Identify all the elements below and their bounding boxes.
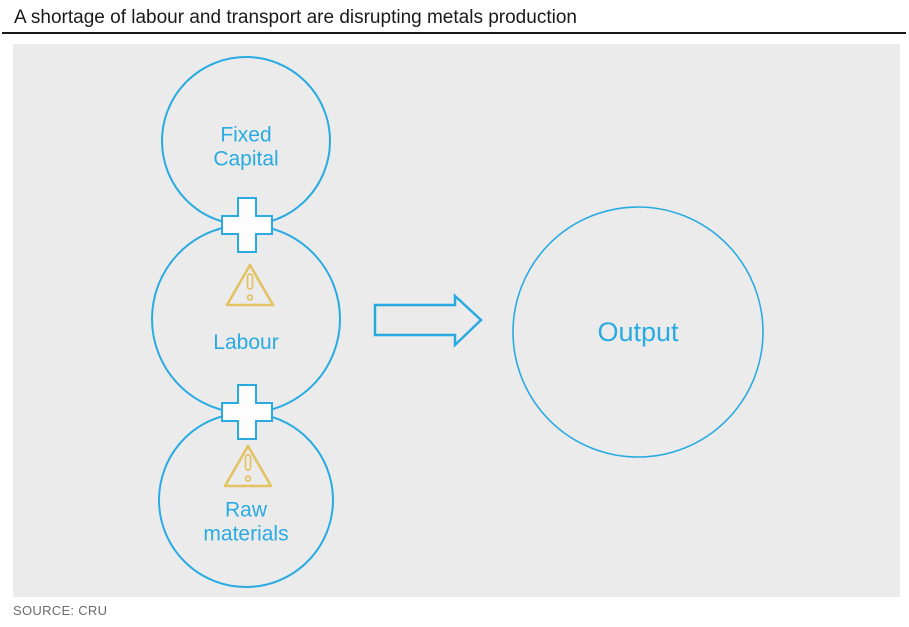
labour-label: Labour (213, 331, 279, 355)
diagram-canvas (151, 56, 764, 588)
diagram-panel: Fixed Capital Labour Raw materials Outpu… (13, 44, 900, 597)
plus-icon (221, 197, 273, 253)
output-label: Output (597, 316, 679, 347)
source-attribution: SOURCE: CRU (13, 603, 108, 618)
fixed-capital-label: Fixed Capital (213, 123, 279, 170)
warning-triangle-icon (225, 263, 275, 307)
output-circle (512, 206, 764, 458)
warning-triangle-icon (223, 444, 273, 488)
right-arrow-icon (373, 293, 483, 348)
title-underline (2, 32, 906, 34)
chart-title: A shortage of labour and transport are d… (14, 7, 577, 28)
plus-icon (221, 384, 273, 440)
raw-materials-label: Raw materials (203, 498, 289, 545)
